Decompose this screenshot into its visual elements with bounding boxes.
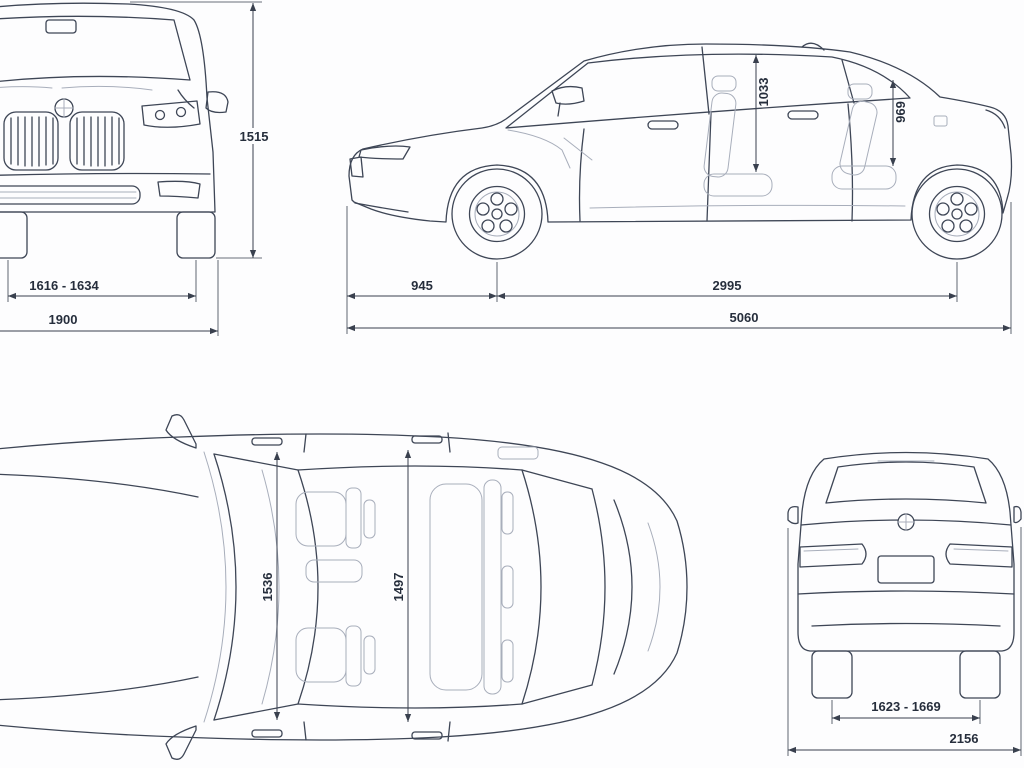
front-wheel-right <box>176 211 216 259</box>
dim-rear-headroom: 969 <box>893 101 908 123</box>
mirror-right <box>205 91 229 114</box>
dim-front-height: 1515 <box>240 129 269 144</box>
center-console <box>305 559 363 583</box>
dim-rear-track: 1623 - 1669 <box>871 699 940 714</box>
mirror-top-left <box>165 414 197 449</box>
mirror-rear-right <box>1013 505 1022 524</box>
top-view-drawing <box>0 414 688 760</box>
front-wheel <box>451 168 543 260</box>
taillight-right <box>945 543 1013 568</box>
dim-wheelbase: 2995 <box>713 278 742 293</box>
taillight-left <box>799 543 867 568</box>
headlight-right <box>141 100 201 128</box>
windshield-top <box>213 453 237 721</box>
rear-view-drawing <box>787 451 1022 699</box>
front-seat-headrest <box>711 75 737 92</box>
dim-front-track: 1616 - 1634 <box>29 278 99 293</box>
rear-bench <box>429 483 483 691</box>
rear-seat-back <box>839 100 878 176</box>
door-handle-front <box>647 120 679 130</box>
dim-rear-interior-width: 1497 <box>391 573 406 602</box>
headlight-side <box>358 145 411 160</box>
mirror-side <box>551 85 585 117</box>
dim-front-interior-width: 1536 <box>260 573 275 602</box>
kidney-grille-left <box>3 111 59 171</box>
dim-front-headroom: 1033 <box>756 78 771 107</box>
side-view-drawing <box>348 42 1013 260</box>
door-handle-rear <box>787 110 819 120</box>
dim-front-width: 1900 <box>49 312 78 327</box>
side-view-dimensions: 1033 969 945 2995 5060 <box>346 55 1012 334</box>
license-plate <box>877 555 935 584</box>
front-wheel-left <box>0 211 28 259</box>
rear-wheel <box>911 168 1003 260</box>
rear-seat-headrest <box>847 83 873 100</box>
rear-wheel-left <box>811 650 853 699</box>
mirror-rear-left <box>787 505 799 525</box>
b-pillar <box>701 46 710 115</box>
rear-seat-cushion <box>831 165 897 190</box>
front-view-dimensions: 1515 1616 - 1634 1900 <box>0 1 275 336</box>
kidney-grille-right <box>69 111 125 171</box>
rear-wheel-right <box>959 650 1001 699</box>
front-seat-cushion <box>703 173 773 197</box>
top-view-dimensions: 1536 1497 <box>260 450 412 722</box>
mirror-top-right <box>165 725 197 760</box>
front-view-drawing <box>0 2 229 259</box>
rear-view-dimensions: 1623 - 1669 2156 <box>787 527 1022 756</box>
dim-width-with-mirrors: 2156 <box>950 731 979 746</box>
rear-window-top <box>521 469 542 705</box>
dim-length: 5060 <box>730 310 759 325</box>
front-seat-back <box>703 92 737 178</box>
antenna-fin <box>801 42 825 51</box>
rear-window <box>825 461 987 504</box>
dim-front-overhang: 945 <box>411 278 433 293</box>
passenger-seat <box>295 627 347 683</box>
driver-seat <box>295 491 347 547</box>
